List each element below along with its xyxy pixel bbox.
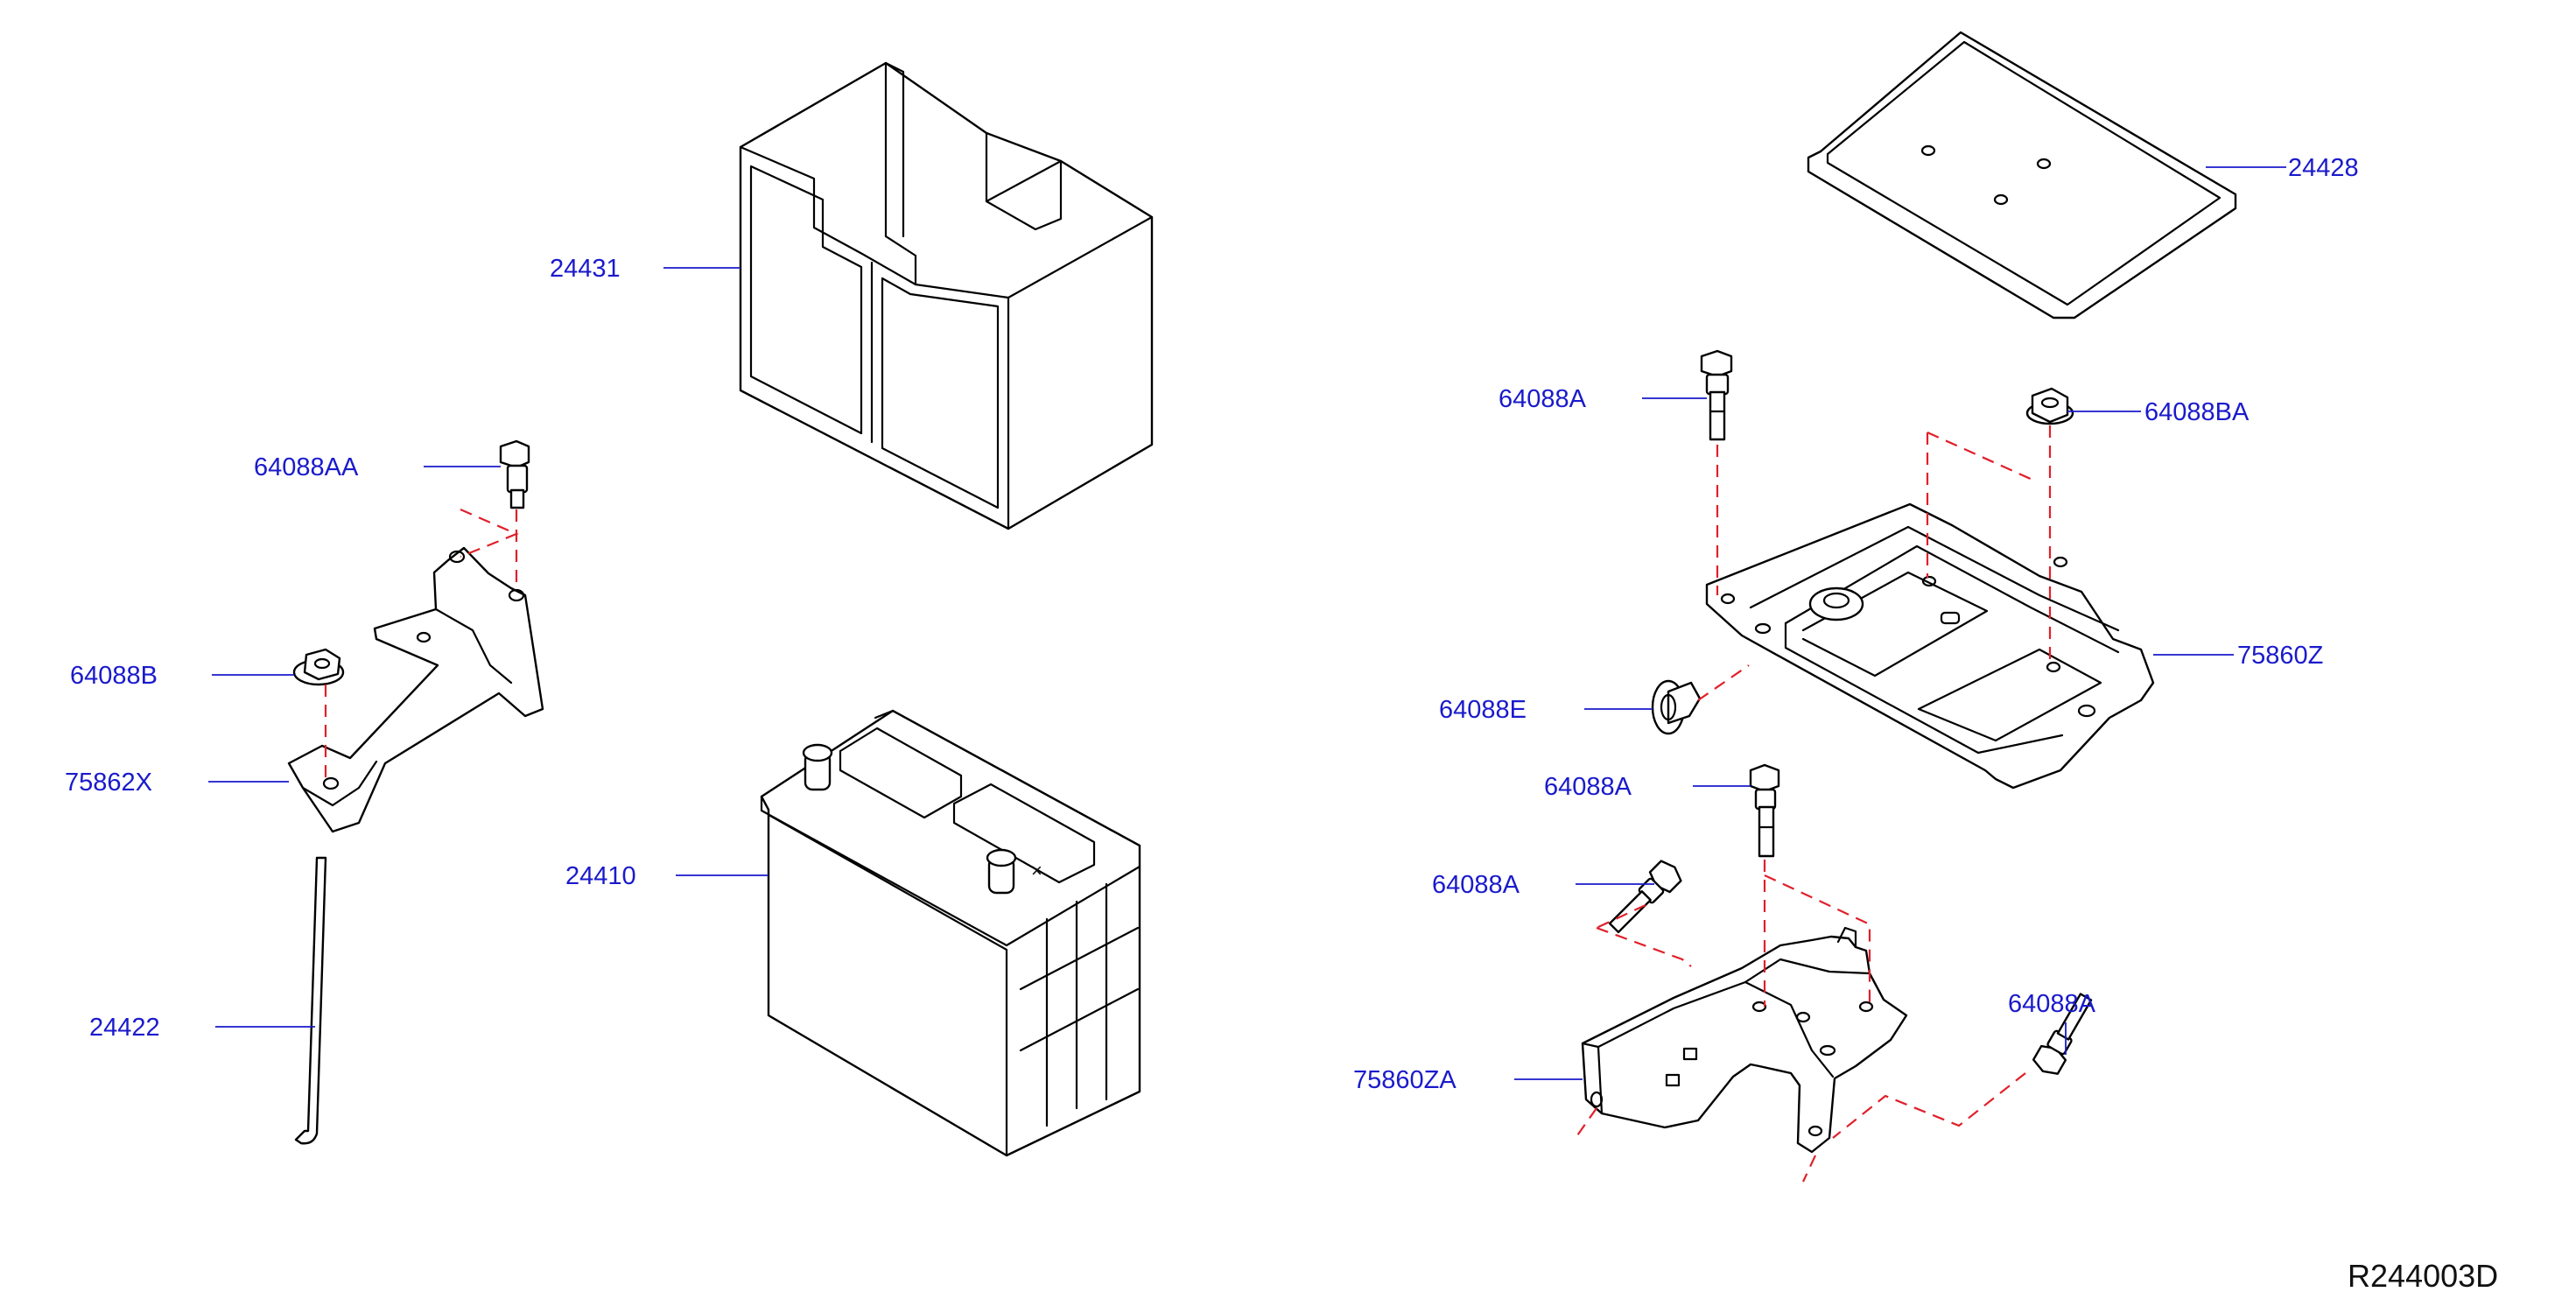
callout-75860Z: 75860Z xyxy=(2237,642,2323,670)
callout-64088A-top: 64088A xyxy=(1499,385,1587,413)
callout-64088B: 64088B xyxy=(70,662,158,690)
callout-24428: 24428 xyxy=(2288,154,2359,182)
battery-pad-24428 xyxy=(1807,31,2237,319)
callout-64088AA: 64088AA xyxy=(254,453,359,481)
callout-75860ZA: 75860ZA xyxy=(1353,1066,1456,1094)
bolt-64088A-top xyxy=(1700,349,1733,441)
bolt-64088A-left xyxy=(1608,860,1682,934)
clip-64088E xyxy=(1651,679,1702,735)
nut-64088B xyxy=(292,648,345,686)
callout-64088BA: 64088BA xyxy=(2144,398,2250,426)
callout-labels: 24431 24428 64088AA 64088A 64088BA 64088… xyxy=(65,154,2359,1094)
battery-cover-24431 xyxy=(739,61,1154,530)
leader-lines xyxy=(208,166,2286,1080)
callout-24431: 24431 xyxy=(550,255,621,283)
clamp-75862X xyxy=(287,546,544,833)
rod-24422 xyxy=(294,856,327,1145)
tray-75860Z xyxy=(1705,502,2155,790)
bolt-64088A-right xyxy=(2032,993,2093,1075)
bolt-64088AA xyxy=(499,439,530,509)
battery-24410: × xyxy=(760,709,1141,1157)
callout-75862X: 75862X xyxy=(65,769,152,797)
negative-terminal-mark: × xyxy=(1031,860,1042,881)
alignment-lines xyxy=(324,425,2052,1183)
callout-64088A-left: 64088A xyxy=(1432,871,1520,899)
bracket-75860ZA xyxy=(1581,926,1908,1154)
callout-64088A-right: 64088A xyxy=(2008,990,2096,1018)
callout-64088A-mid: 64088A xyxy=(1544,773,1632,801)
callout-24422: 24422 xyxy=(89,1014,160,1042)
callout-24410: 24410 xyxy=(565,862,636,890)
reference-code: R244003D xyxy=(2348,1258,2498,1294)
callout-64088E: 64088E xyxy=(1439,696,1527,724)
nut-64088BA xyxy=(2025,387,2074,425)
bolt-64088A-mid xyxy=(1749,763,1780,858)
